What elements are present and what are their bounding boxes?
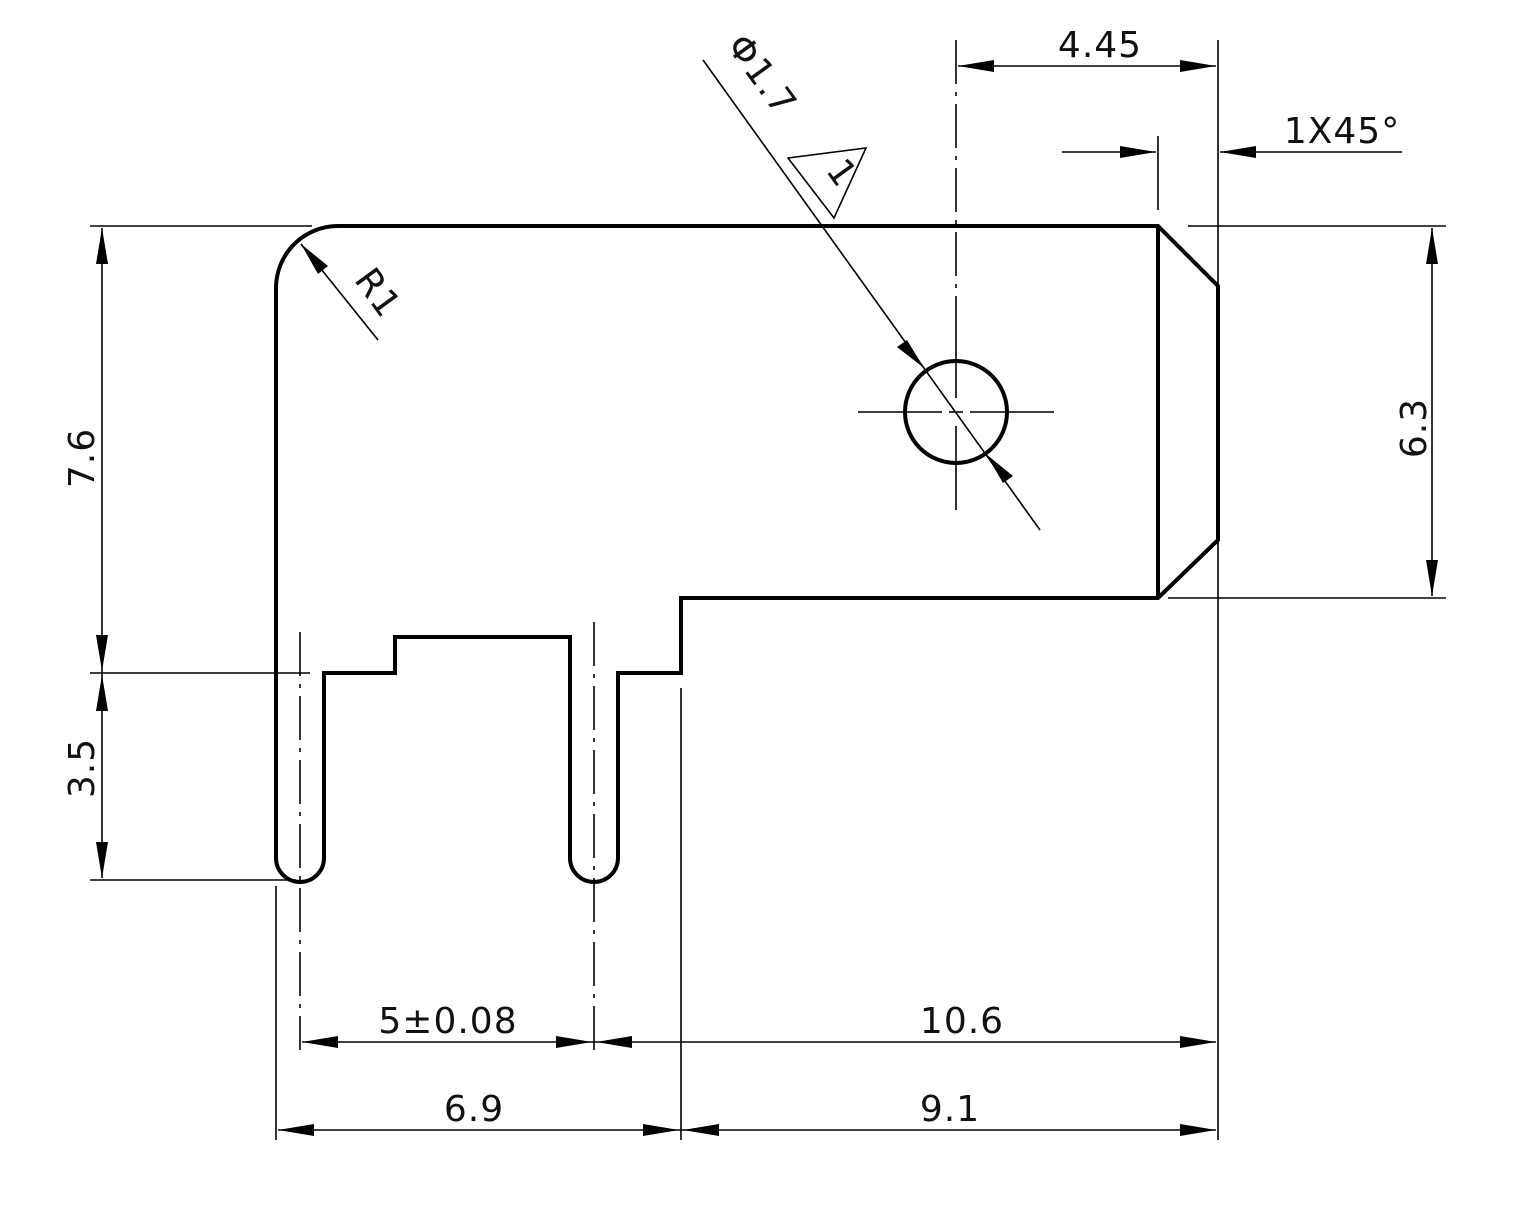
- center-lines: [299, 40, 1054, 1050]
- extension-lines: [90, 40, 1446, 1140]
- dimension-left-heights: 7.6 3.5: [62, 228, 108, 878]
- dimension-pin-row: 5±0.08 10.6: [302, 1001, 1216, 1048]
- dim-text-hole-spacing: 4.45: [1058, 25, 1142, 66]
- dim-text-width-right: 9.1: [920, 1089, 980, 1130]
- flag-note-triangle: [786, 147, 868, 220]
- dim-text-tab-height: 6.3: [1394, 398, 1435, 458]
- dimension-hole-diameter: Φ1.7 1: [702, 27, 1041, 531]
- dimension-chamfer: 1X45°: [1062, 111, 1402, 158]
- dim-text-width-left: 6.9: [444, 1089, 504, 1130]
- part-outline: [274, 224, 1220, 884]
- dimension-radius: R1: [300, 243, 409, 341]
- dim-text-height-pin: 3.5: [62, 738, 103, 798]
- dimension-hole-spacing: 4.45: [958, 25, 1216, 72]
- dim-text-hole-diameter: Φ1.7: [718, 27, 804, 124]
- dimension-bottom-widths: 6.9 9.1: [278, 1089, 1216, 1136]
- dim-text-height-upper: 7.6: [62, 428, 103, 488]
- dim-text-radius: R1: [346, 261, 409, 325]
- flag-note-text: 1: [818, 152, 865, 195]
- dimension-tab-height: 6.3: [1394, 228, 1438, 596]
- dim-text-pin-pitch: 5±0.08: [378, 1001, 517, 1042]
- dim-text-length-right: 10.6: [920, 1001, 1004, 1042]
- dim-text-chamfer: 1X45°: [1284, 111, 1400, 152]
